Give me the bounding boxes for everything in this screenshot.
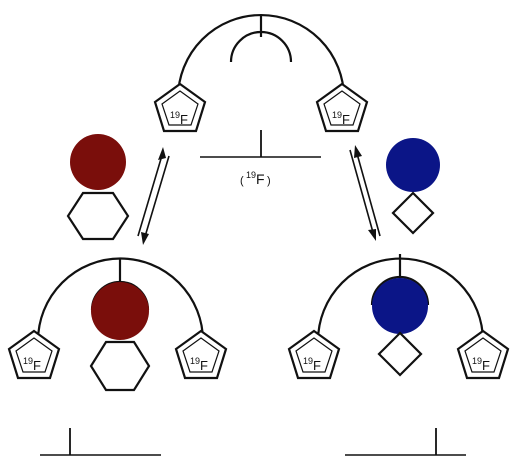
element-label: F — [482, 358, 490, 373]
fluorine-pentagon-icon: 19 F — [456, 329, 510, 380]
red-ligand-sphere-icon — [91, 282, 149, 340]
blue-complex-spectrum — [345, 428, 466, 456]
isotope-label: 19 — [190, 356, 200, 366]
fluorine-pentagon-icon: 19 F — [287, 329, 341, 380]
isotope-label: 19 — [472, 356, 482, 366]
element-label: F — [200, 358, 208, 373]
red-complex: 19 F 19 F — [7, 257, 228, 392]
equilibrium-arrows-right-icon — [349, 145, 381, 241]
blue-complex: 19 F 19 F — [287, 254, 510, 380]
blue-ligand-sphere-icon — [372, 278, 428, 334]
fluorine-pentagon-icon: 19 F — [7, 329, 61, 380]
blue-ligand-sphere-icon — [386, 138, 440, 192]
diamond-ring-icon — [377, 331, 423, 377]
element-label: F — [33, 358, 41, 373]
isotope-label: 19 — [332, 110, 342, 120]
isotope-label: 19 — [303, 356, 313, 366]
blue-ligand — [386, 138, 440, 235]
red-ligand-sphere-icon — [70, 134, 126, 190]
diamond-ring-icon — [391, 191, 435, 235]
free-label-element: F — [256, 171, 265, 187]
isotope-label: 19 — [23, 356, 33, 366]
hexagon-ring-icon — [89, 340, 151, 392]
binding-pocket — [229, 30, 293, 63]
fluorine-pentagon-icon: 19 F — [315, 82, 369, 133]
isotope-label: 19 — [170, 110, 180, 120]
free-label-isotope: 19 — [246, 170, 256, 180]
fluorine-pentagon-icon: 19 F — [174, 329, 228, 380]
free-label-close: ) — [267, 175, 271, 187]
red-ligand — [66, 134, 130, 241]
free-spectrum: ( 19 F ) — [200, 130, 321, 187]
free-receptor: 19 F 19 F — [153, 13, 369, 133]
element-label: F — [342, 112, 350, 127]
hexagon-ring-icon — [66, 191, 130, 241]
element-label: F — [180, 112, 188, 127]
equilibrium-arrows-left-icon — [137, 147, 170, 245]
element-label: F — [313, 358, 321, 373]
red-complex-spectrum — [40, 428, 161, 456]
fluorine-pentagon-icon: 19 F — [153, 82, 207, 133]
free-label-open: ( — [240, 175, 244, 187]
